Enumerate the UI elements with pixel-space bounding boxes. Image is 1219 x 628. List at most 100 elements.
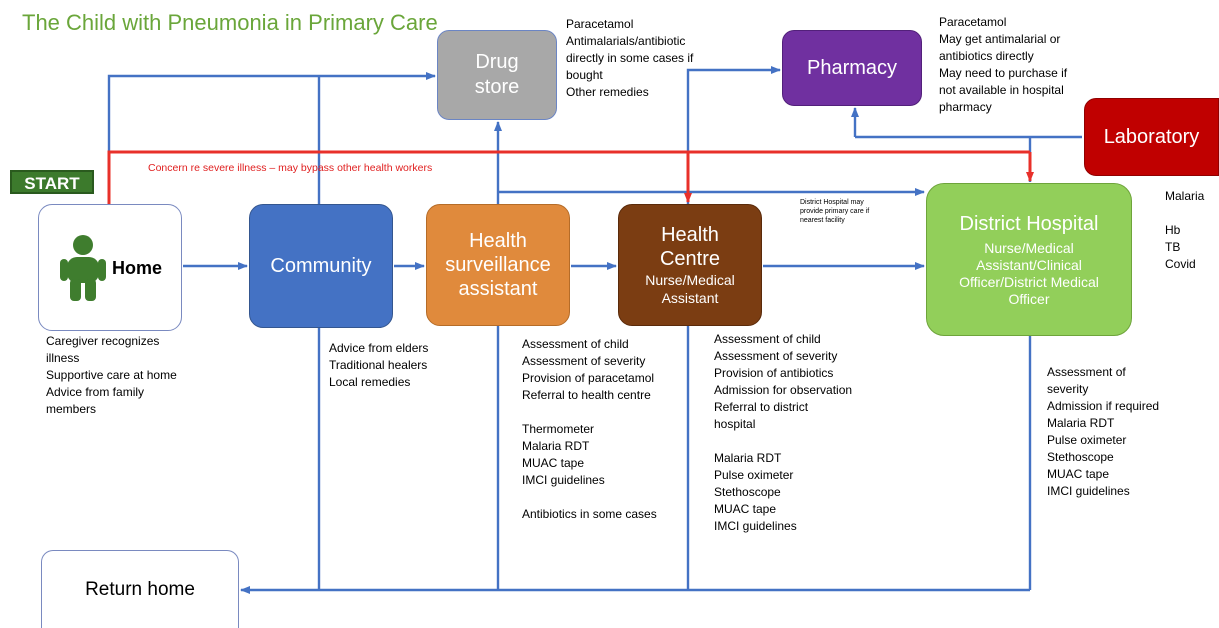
district-hospital-notes: Assessment of severity Admission if requ…: [1047, 364, 1159, 500]
note-line: Assessment of severity: [714, 349, 838, 363]
note-line: Paracetamol: [939, 15, 1007, 29]
note-line: Pulse oximeter: [714, 468, 794, 482]
note-line: Stethoscope: [714, 485, 781, 499]
note-line: not available in hospital: [939, 83, 1064, 97]
note-line: Assessment of child: [714, 332, 821, 346]
note-line: pharmacy: [939, 100, 992, 114]
note-line: [522, 489, 657, 506]
note-line: May get antimalarial or: [939, 32, 1061, 46]
note-line: Admission for observation: [714, 383, 853, 397]
note-line: [522, 404, 657, 421]
note-line: Advice from elders: [329, 341, 429, 355]
note-line: Other remedies: [566, 85, 649, 99]
note-line: Assessment of severity: [522, 354, 646, 368]
note-line: antibiotics directly: [939, 49, 1034, 63]
note-line: Paracetamol: [566, 17, 634, 31]
note-line: Caregiver recognizes: [46, 334, 160, 348]
bypass-label: Concern re severe illness – may bypass o…: [148, 162, 433, 174]
note-line: Traditional healers: [329, 358, 428, 372]
note-line: MUAC tape: [522, 456, 585, 470]
hsa-label-line: assistant: [458, 278, 538, 300]
community-label: Community: [270, 255, 372, 277]
note-line: Provision of antibiotics: [714, 366, 834, 380]
arrow-home-to-drug-store: [107, 72, 436, 204]
laboratory-notes: Malaria Hb TB Covid: [1165, 188, 1204, 273]
health-centre-node[interactable]: Health Centre Nurse/Medical Assistant: [618, 204, 762, 326]
note-line: severity: [1047, 382, 1089, 396]
child-figure-icon: [59, 234, 106, 301]
note-line: Thermometer: [522, 422, 595, 436]
arrow-to-pharmacy: [686, 66, 781, 204]
note-line: Malaria: [1165, 189, 1205, 203]
note-line: Advice from family: [46, 385, 145, 399]
note-line: Malaria RDT: [522, 439, 590, 453]
health-centre-notes: Assessment of child Assessment of severi…: [714, 331, 852, 535]
home-label: Home: [111, 257, 162, 278]
note-line: members: [46, 402, 97, 416]
district-hospital-sub: Nurse/Medical: [984, 239, 1074, 256]
page-title: The Child with Pneumonia in Primary Care: [22, 10, 438, 35]
note-line: Hb: [1165, 223, 1181, 237]
note-line: Covid: [1165, 257, 1196, 271]
note-line: Referral to health centre: [522, 388, 651, 402]
note-line: directly in some cases if: [566, 51, 694, 65]
drug-store-label: Drug: [475, 51, 519, 73]
health-centre-title: Health: [661, 224, 719, 246]
health-surveillance-assistant-node[interactable]: Health surveillance assistant: [426, 204, 570, 326]
note-line: [714, 433, 852, 450]
note-line: provide primary care if: [800, 208, 870, 215]
hsa-notes: Assessment of child Assessment of severi…: [522, 336, 657, 523]
pharmacy-label: Pharmacy: [806, 57, 898, 79]
note-line: [1165, 205, 1204, 222]
return-home-node[interactable]: Return home: [41, 550, 239, 628]
note-line: Admission if required: [1047, 399, 1160, 413]
district-hospital-sub: Assistant/Clinical: [976, 256, 1082, 273]
community-node[interactable]: Community: [249, 204, 393, 328]
note-line: IMCI guidelines: [1047, 484, 1130, 498]
home-notes: Caregiver recognizes illness Supportive …: [46, 333, 177, 418]
note-line: Antibiotics in some cases: [522, 507, 657, 521]
health-centre-title: Centre: [659, 248, 721, 270]
district-hospital-sub: Officer: [1008, 290, 1050, 307]
note-line: Stethoscope: [1047, 450, 1114, 464]
note-line: Assessment of: [1047, 365, 1126, 379]
note-line: Referral to district: [714, 400, 809, 414]
pharmacy-node[interactable]: Pharmacy: [782, 30, 922, 106]
note-line: hospital: [714, 417, 756, 431]
note-line: IMCI guidelines: [522, 473, 605, 487]
note-line: TB: [1165, 240, 1181, 254]
community-notes: Advice from elders Traditional healers L…: [329, 340, 428, 391]
hsa-label-line: surveillance: [445, 254, 551, 276]
note-line: MUAC tape: [1047, 467, 1110, 481]
note-line: Antimalarials/antibiotic: [566, 34, 686, 48]
note-line: Local remedies: [329, 375, 411, 389]
district-hospital-node[interactable]: District Hospital Nurse/Medical Assistan…: [926, 183, 1132, 336]
note-line: Assessment of child: [522, 337, 629, 351]
laboratory-label: Laboratory: [1103, 126, 1200, 148]
note-line: Provision of paracetamol: [522, 371, 655, 385]
drug-store-node[interactable]: Drug store: [437, 30, 557, 120]
return-home-label: Return home: [85, 578, 195, 600]
laboratory-node[interactable]: Laboratory: [1084, 98, 1219, 176]
district-hospital-small-note: District Hospital may provide primary ca…: [800, 198, 869, 225]
hsa-label-line: Health: [469, 230, 527, 252]
note-line: District Hospital may: [800, 199, 864, 206]
drug-store-notes: Paracetamol Antimalarials/antibiotic dir…: [566, 16, 693, 101]
note-line: Malaria RDT: [1047, 416, 1115, 430]
district-hospital-title: District Hospital: [959, 212, 1099, 235]
health-centre-sub: Nurse/Medical: [645, 272, 735, 288]
note-line: nearest facility: [800, 217, 845, 224]
note-line: bought: [566, 68, 603, 82]
note-line: May need to purchase if: [939, 66, 1068, 80]
drug-store-label: store: [474, 76, 520, 98]
note-line: Malaria RDT: [714, 451, 782, 465]
note-line: illness: [46, 351, 80, 365]
health-centre-sub: Assistant: [661, 290, 719, 306]
note-line: MUAC tape: [714, 502, 777, 516]
red-bypass-line: [107, 150, 1030, 204]
district-hospital-sub: Officer/District Medical: [959, 273, 1099, 290]
note-line: IMCI guidelines: [714, 519, 797, 533]
note-line: Supportive care at home: [46, 368, 177, 382]
home-node[interactable]: Home: [38, 204, 182, 331]
